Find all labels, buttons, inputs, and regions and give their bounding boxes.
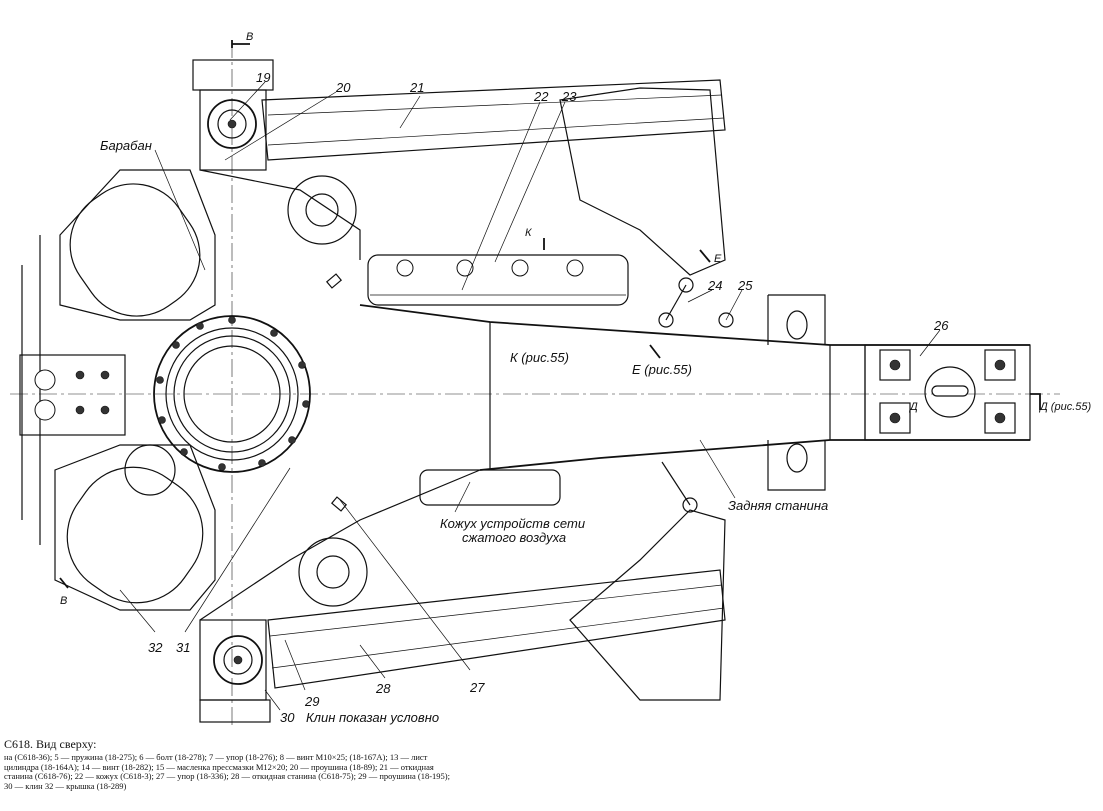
label-d-ref: Д (рис.55) [1038, 401, 1091, 413]
caption-title: С618. Вид сверху: [4, 737, 97, 751]
label-section-k: К [525, 227, 532, 239]
caption-text: на (С618-36); 5 — пружина (18-275); 6 — … [4, 752, 450, 791]
label-21: 21 [409, 80, 424, 95]
label-30: 30 [280, 710, 295, 725]
label-section-e: Е [714, 253, 722, 265]
label-e-ref: Е (рис.55) [632, 362, 692, 377]
label-casing-line2: сжатого воздуха [462, 530, 566, 545]
lower-folding-frame [199, 469, 726, 701]
label-k-ref: К (рис.55) [510, 350, 569, 365]
label-19: 19 [256, 70, 270, 85]
label-baraban: Барабан [100, 138, 152, 153]
casing-22 [367, 254, 629, 306]
bottom-mount [199, 619, 271, 723]
label-28: 28 [375, 681, 391, 696]
rear-frame [359, 294, 1031, 506]
leader-lines [119, 81, 941, 711]
label-25: 25 [737, 278, 753, 293]
upper-folding-frame [199, 79, 726, 276]
label-32: 32 [148, 640, 163, 655]
label-26: 26 [933, 318, 949, 333]
label-22: 22 [533, 89, 549, 104]
label-23: 23 [561, 89, 577, 104]
label-casing-line1: Кожух устройств сети [440, 516, 585, 531]
label-27: 27 [469, 680, 485, 695]
figure-caption: С618. Вид сверху: на (С618-36); 5 — пруж… [4, 737, 454, 791]
label-24: 24 [707, 278, 722, 293]
section-markers [59, 40, 1041, 589]
drum-body [19, 169, 216, 611]
top-mount [192, 59, 274, 171]
label-20: 20 [335, 80, 351, 95]
label-29: 29 [304, 694, 319, 709]
label-section-d: Д [908, 401, 918, 413]
label-section-b-top: В [246, 31, 253, 43]
label-rear-frame: Задняя станина [728, 498, 828, 513]
central-cylinder [153, 315, 311, 473]
label-wedge-note: Клин показан условно [306, 710, 439, 725]
label-31: 31 [176, 640, 190, 655]
links-24-25 [658, 277, 734, 513]
label-section-b-bottom: В [60, 595, 67, 607]
